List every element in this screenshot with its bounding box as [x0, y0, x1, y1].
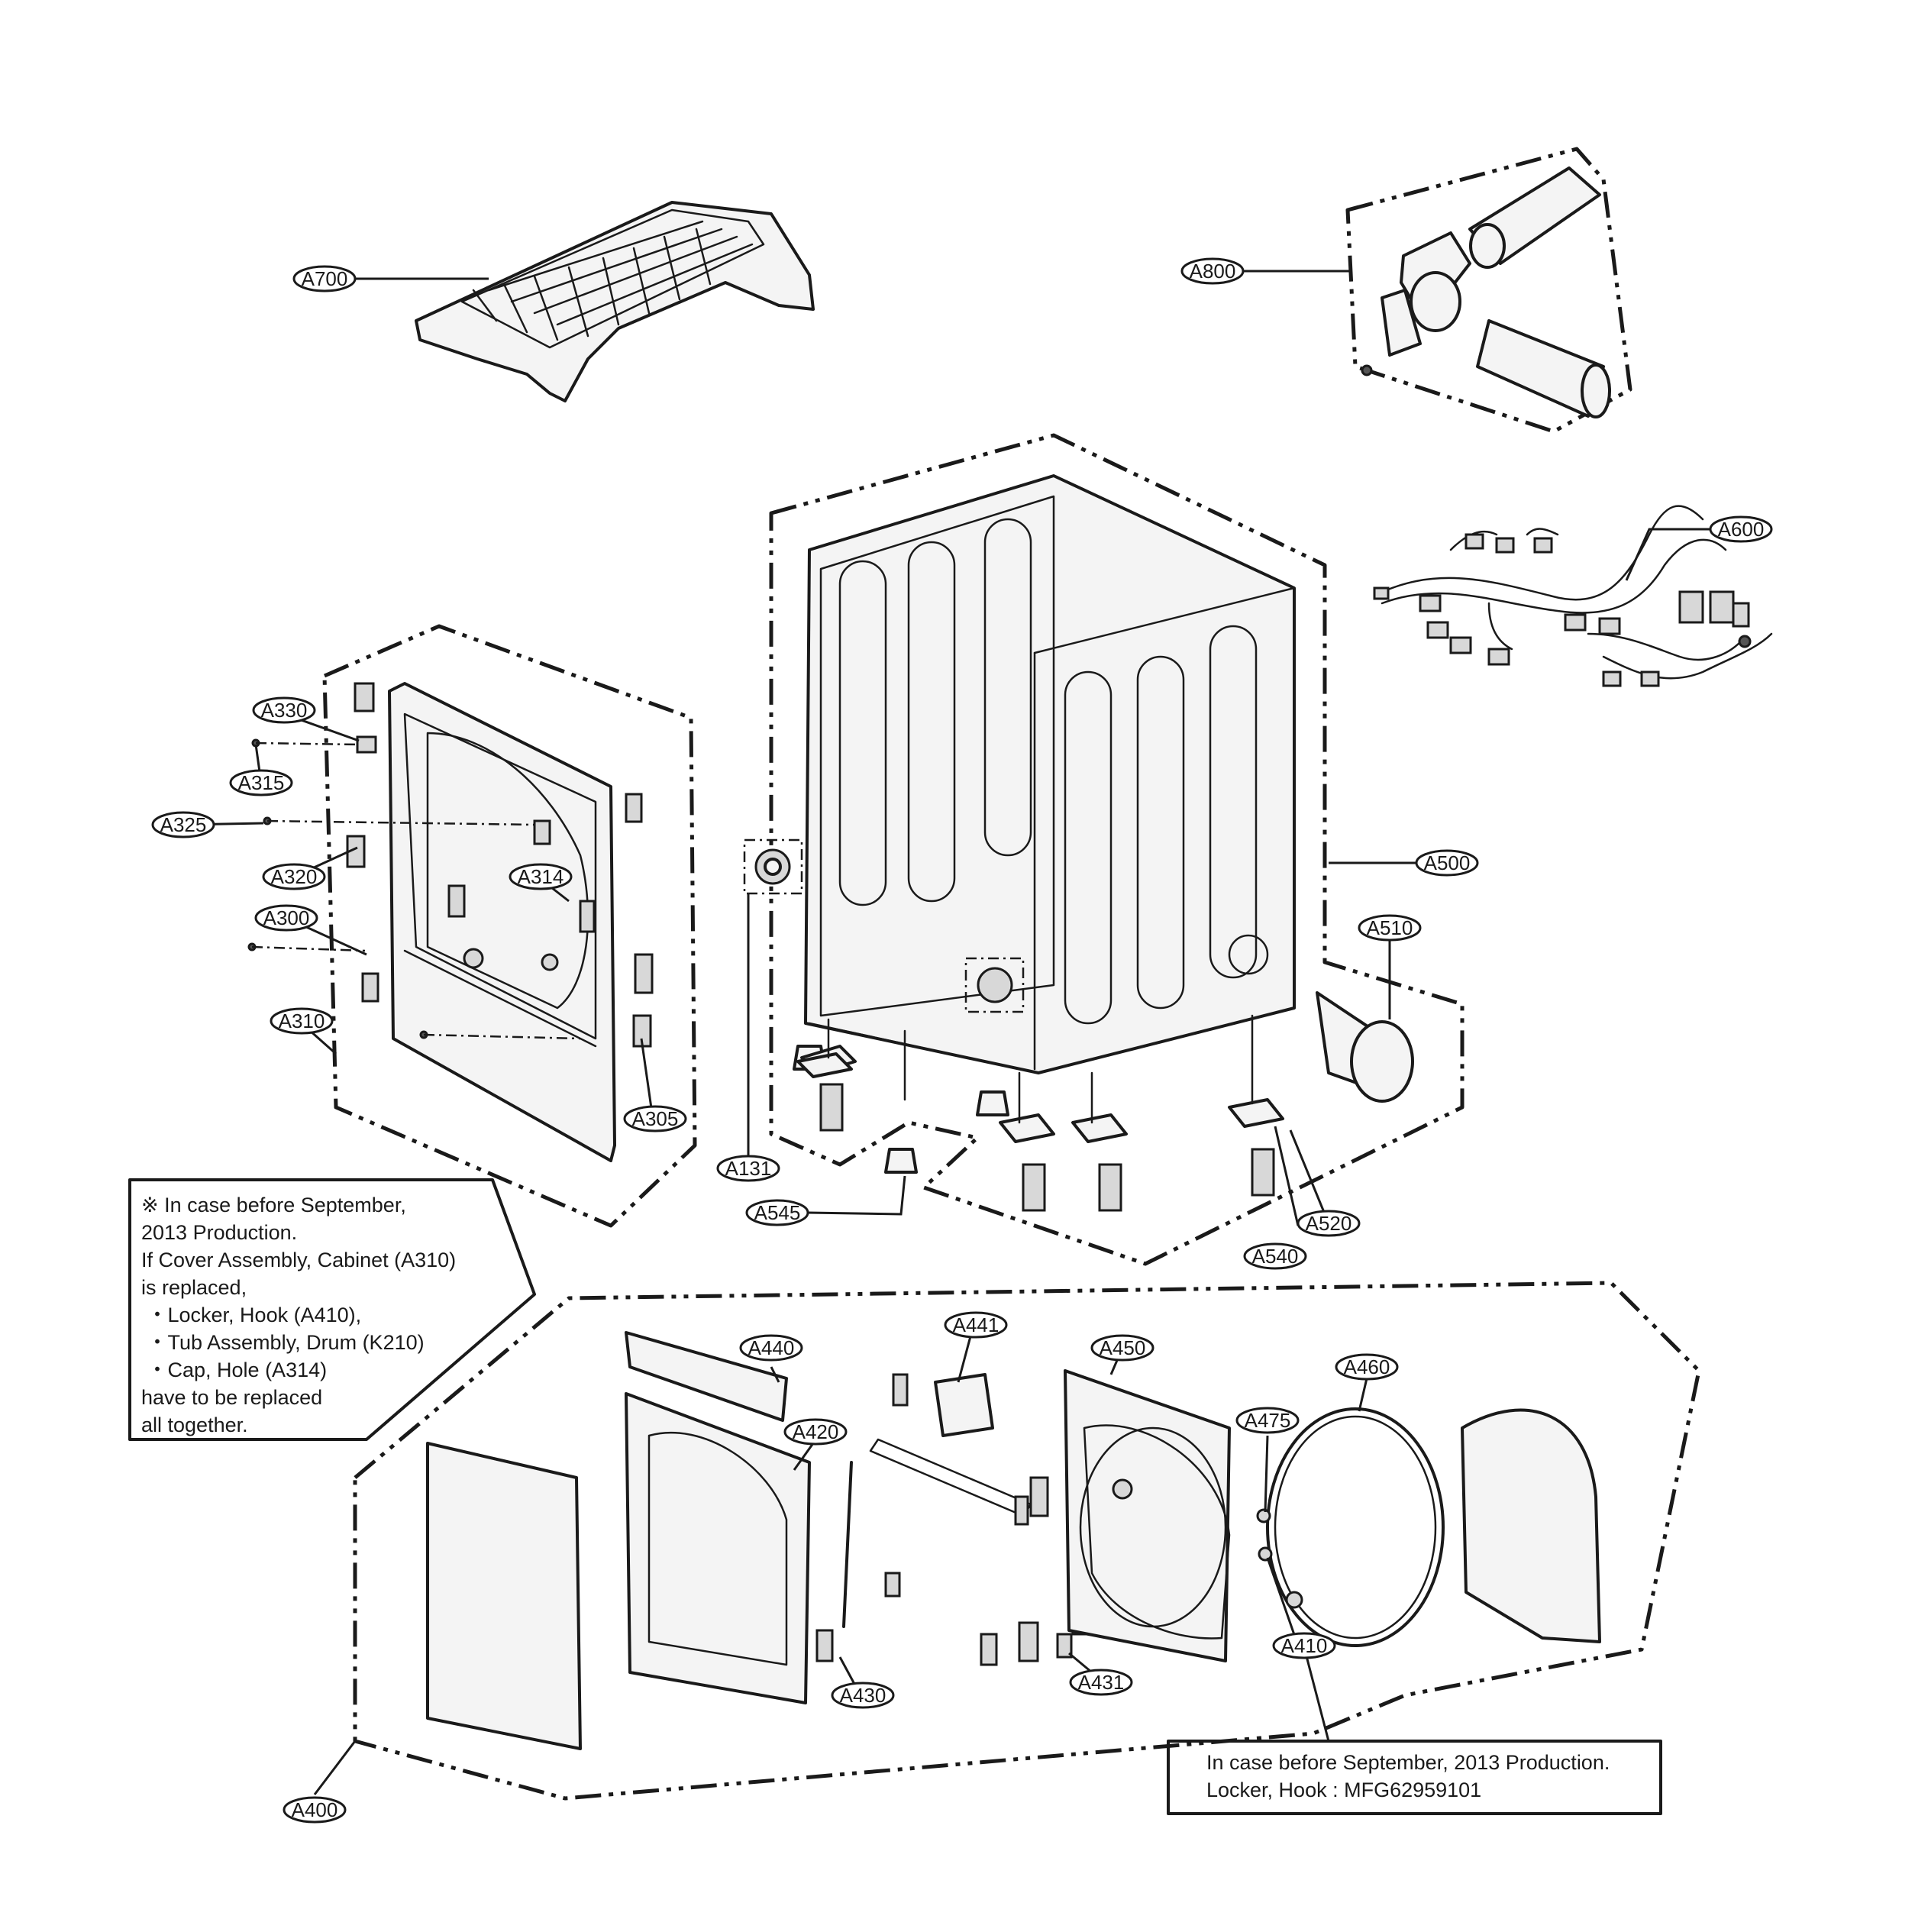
label-a330: A330 — [252, 696, 316, 724]
part-front-cabinet-group — [247, 624, 697, 1228]
note-left-line: ※ In case before September, — [141, 1194, 406, 1216]
label-a310: A310 — [270, 1007, 334, 1035]
label-a450: A450 — [1090, 1334, 1154, 1362]
label-a500-text: A500 — [1424, 851, 1471, 874]
note-left-line: 2013 Production. — [141, 1221, 298, 1244]
label-a520-text: A520 — [1306, 1212, 1352, 1235]
label-a315-text: A315 — [238, 771, 285, 794]
label-a600: A600 — [1709, 515, 1773, 543]
label-a305: A305 — [623, 1105, 687, 1132]
part-legs — [793, 1014, 1284, 1212]
label-a510-text: A510 — [1367, 916, 1413, 939]
label-a475: A475 — [1235, 1407, 1300, 1434]
part-drying-rack — [415, 201, 815, 402]
label-a545-text: A545 — [754, 1201, 801, 1224]
label-a545: A545 — [745, 1199, 809, 1226]
note-box-left-frame — [128, 1178, 536, 1441]
note-left-line: is replaced, — [141, 1276, 247, 1299]
label-a300-text: A300 — [263, 906, 310, 929]
label-a600-text: A600 — [1718, 518, 1765, 541]
label-a460-text: A460 — [1344, 1355, 1390, 1378]
part-vent-kit — [1345, 147, 1632, 434]
label-a400-text: A400 — [292, 1798, 338, 1821]
note-right-line: In case before September, 2013 Productio… — [1206, 1751, 1610, 1774]
label-a310-text: A310 — [279, 1010, 325, 1032]
label-a320-text: A320 — [271, 865, 318, 888]
label-a800: A800 — [1180, 257, 1245, 285]
note-right: In case before September, 2013 Productio… — [1206, 1749, 1610, 1804]
label-a510: A510 — [1358, 914, 1422, 942]
note-left-line: ・Cap, Hole (A314) — [141, 1359, 328, 1381]
part-wire-harness — [1373, 505, 1773, 687]
label-a305-text: A305 — [632, 1107, 679, 1130]
part-cabinet — [769, 433, 1465, 1266]
label-a540-text: A540 — [1252, 1245, 1299, 1268]
label-a315: A315 — [229, 769, 293, 796]
label-a441-text: A441 — [953, 1313, 999, 1336]
label-a431: A431 — [1069, 1669, 1133, 1696]
note-right-line: Locker, Hook : MFG62959101 — [1206, 1779, 1482, 1801]
label-a320: A320 — [262, 863, 326, 890]
label-a131: A131 — [716, 1155, 780, 1182]
label-a540: A540 — [1243, 1242, 1307, 1270]
note-left-line: ・Tub Assembly, Drum (K210) — [141, 1331, 425, 1354]
label-a430: A430 — [831, 1682, 895, 1709]
label-a460: A460 — [1335, 1353, 1399, 1381]
label-a131-text: A131 — [725, 1157, 772, 1180]
label-a420-text: A420 — [793, 1420, 839, 1443]
label-a430-text: A430 — [840, 1684, 886, 1707]
label-a431-text: A431 — [1078, 1671, 1125, 1694]
label-a300: A300 — [254, 904, 318, 932]
label-a314-text: A314 — [518, 865, 564, 888]
label-a330-text: A330 — [261, 699, 308, 722]
label-a700-text: A700 — [302, 267, 348, 290]
label-a440-text: A440 — [748, 1336, 795, 1359]
label-a410: A410 — [1272, 1632, 1336, 1659]
part-duct — [1316, 991, 1414, 1103]
note-left-line: If Cover Assembly, Cabinet (A310) — [141, 1249, 457, 1271]
part-sensor — [743, 838, 803, 895]
label-a450-text: A450 — [1100, 1336, 1146, 1359]
label-a520: A520 — [1297, 1210, 1361, 1237]
note-left: ※ In case before September, 2013 Product… — [141, 1191, 456, 1439]
note-left-line: have to be replaced — [141, 1386, 323, 1409]
label-a314: A314 — [509, 863, 573, 890]
part-door-group — [353, 1281, 1701, 1801]
label-a325: A325 — [151, 811, 215, 838]
note-left-line: all together. — [141, 1413, 248, 1436]
label-a420: A420 — [783, 1418, 848, 1446]
label-a441: A441 — [944, 1311, 1008, 1339]
label-a400: A400 — [283, 1796, 347, 1824]
label-a700: A700 — [292, 265, 357, 292]
label-a440: A440 — [739, 1334, 803, 1362]
label-a475-text: A475 — [1245, 1409, 1291, 1432]
note-left-line: ・Locker, Hook (A410), — [141, 1304, 362, 1326]
note-box-right-frame — [1167, 1740, 1662, 1815]
label-a410-text: A410 — [1281, 1634, 1328, 1657]
label-a500: A500 — [1415, 849, 1479, 877]
label-a325-text: A325 — [160, 813, 207, 836]
label-a800-text: A800 — [1190, 260, 1236, 283]
